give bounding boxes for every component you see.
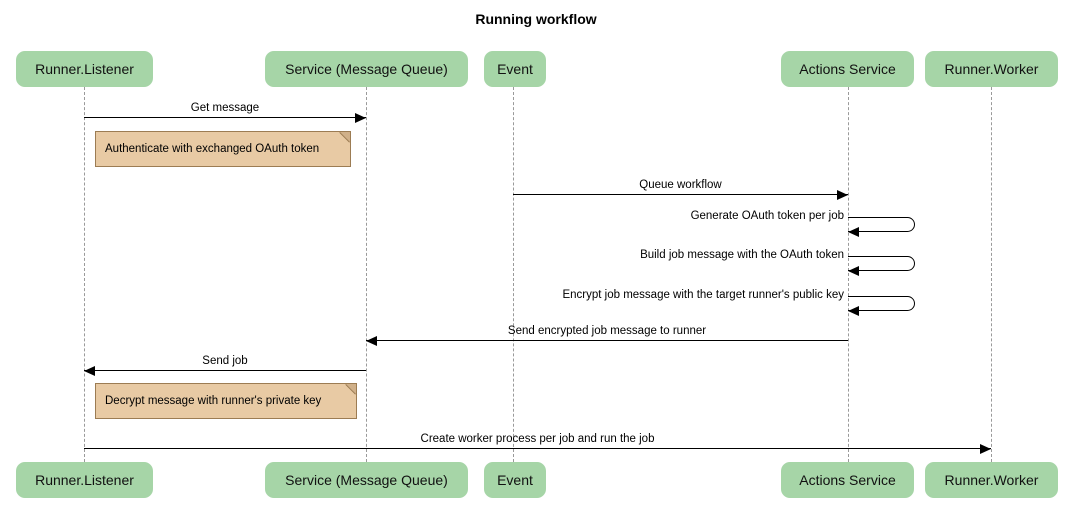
participant-runner-worker-top[interactable]: Runner.Worker — [925, 51, 1058, 87]
participant-label: Event — [497, 61, 533, 77]
participant-runner-worker-bottom[interactable]: Runner.Worker — [925, 462, 1058, 498]
message-label: Get message — [190, 102, 260, 114]
participant-service-message-queue-top[interactable]: Service (Message Queue) — [265, 51, 468, 87]
participant-label: Event — [497, 472, 533, 488]
message-label: Send encrypted job message to runner — [507, 325, 707, 337]
participant-runner-listener-bottom[interactable]: Runner.Listener — [16, 462, 153, 498]
participant-actions-service-top[interactable]: Actions Service — [781, 51, 914, 87]
participant-runner-listener-top[interactable]: Runner.Listener — [16, 51, 153, 87]
lifeline-service-message-queue — [366, 87, 367, 462]
participant-label: Runner.Worker — [944, 472, 1039, 488]
participant-label: Service (Message Queue) — [285, 472, 448, 488]
arrowhead-left — [848, 227, 859, 237]
message-label: Send job — [202, 355, 248, 367]
arrowhead-right — [980, 444, 991, 454]
message-line — [366, 340, 848, 341]
participant-label: Runner.Listener — [35, 472, 134, 488]
arrowhead-left — [366, 336, 377, 346]
note-authenticate-note: Authenticate with exchanged OAuth token — [95, 131, 351, 167]
note-fold-corner-icon — [346, 384, 356, 394]
arrowhead-right — [837, 190, 848, 200]
arrowhead-left — [848, 266, 859, 276]
self-loop-path — [848, 256, 915, 271]
message-line — [84, 117, 366, 118]
participant-label: Runner.Listener — [35, 61, 134, 77]
arrowhead-right — [355, 113, 366, 123]
arrowhead-left — [84, 366, 95, 376]
diagram-title: Running workflow — [475, 11, 597, 27]
participant-label: Actions Service — [799, 472, 896, 488]
participant-event-bottom[interactable]: Event — [484, 462, 546, 498]
self-loop-path — [848, 296, 915, 311]
note-label: Decrypt message with runner's private ke… — [105, 395, 322, 407]
note-label: Authenticate with exchanged OAuth token — [105, 143, 320, 155]
message-line — [84, 448, 991, 449]
participant-label: Actions Service — [799, 61, 896, 77]
message-line — [84, 370, 366, 371]
message-label: Queue workflow — [639, 179, 722, 191]
participant-event-top[interactable]: Event — [484, 51, 546, 87]
lifeline-actions-service — [848, 87, 849, 462]
message-label: Build job message with the OAuth token — [640, 249, 844, 261]
note-fold-corner-icon — [340, 132, 350, 142]
lifeline-event — [513, 87, 514, 462]
self-loop-path — [848, 217, 915, 232]
note-decrypt-note: Decrypt message with runner's private ke… — [95, 383, 357, 419]
participant-label: Runner.Worker — [944, 61, 1039, 77]
participant-label: Service (Message Queue) — [285, 61, 448, 77]
lifeline-runner-worker — [991, 87, 992, 462]
message-label: Create worker process per job and run th… — [420, 433, 655, 445]
participant-actions-service-bottom[interactable]: Actions Service — [781, 462, 914, 498]
participant-service-message-queue-bottom[interactable]: Service (Message Queue) — [265, 462, 468, 498]
message-label: Generate OAuth token per job — [690, 210, 844, 222]
arrowhead-left — [848, 306, 859, 316]
message-line — [513, 194, 848, 195]
message-label: Encrypt job message with the target runn… — [562, 289, 844, 301]
lifeline-runner-listener — [84, 87, 85, 462]
